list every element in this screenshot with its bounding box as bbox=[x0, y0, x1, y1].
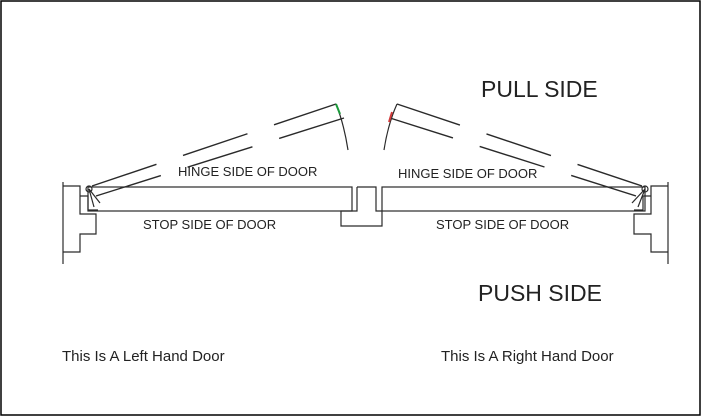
left-hinge-side-label: HINGE SIDE OF DOOR bbox=[178, 164, 317, 179]
left-swing-path bbox=[91, 103, 349, 197]
left-stop-side-label: STOP SIDE OF DOOR bbox=[143, 217, 276, 232]
right-hand-caption: This Is A Right Hand Door bbox=[441, 348, 614, 365]
left-hinge-pivot bbox=[85, 185, 93, 193]
left-hand-caption: This Is A Left Hand Door bbox=[62, 348, 225, 365]
left-door-leaf bbox=[85, 185, 353, 212]
right-swing-path bbox=[383, 103, 643, 197]
push-side-label: PUSH SIDE bbox=[478, 280, 602, 306]
right-leaf-tip bbox=[388, 111, 393, 123]
center-mullion bbox=[340, 186, 383, 227]
right-door-leaf bbox=[381, 185, 649, 212]
right-hinge-side-label: HINGE SIDE OF DOOR bbox=[398, 166, 537, 181]
left-leaf-tip bbox=[335, 103, 341, 115]
right-stop-side-label: STOP SIDE OF DOOR bbox=[436, 217, 569, 232]
right-jamb bbox=[633, 182, 669, 264]
right-hinge-pivot bbox=[641, 185, 649, 193]
pull-side-label: PULL SIDE bbox=[481, 76, 598, 102]
